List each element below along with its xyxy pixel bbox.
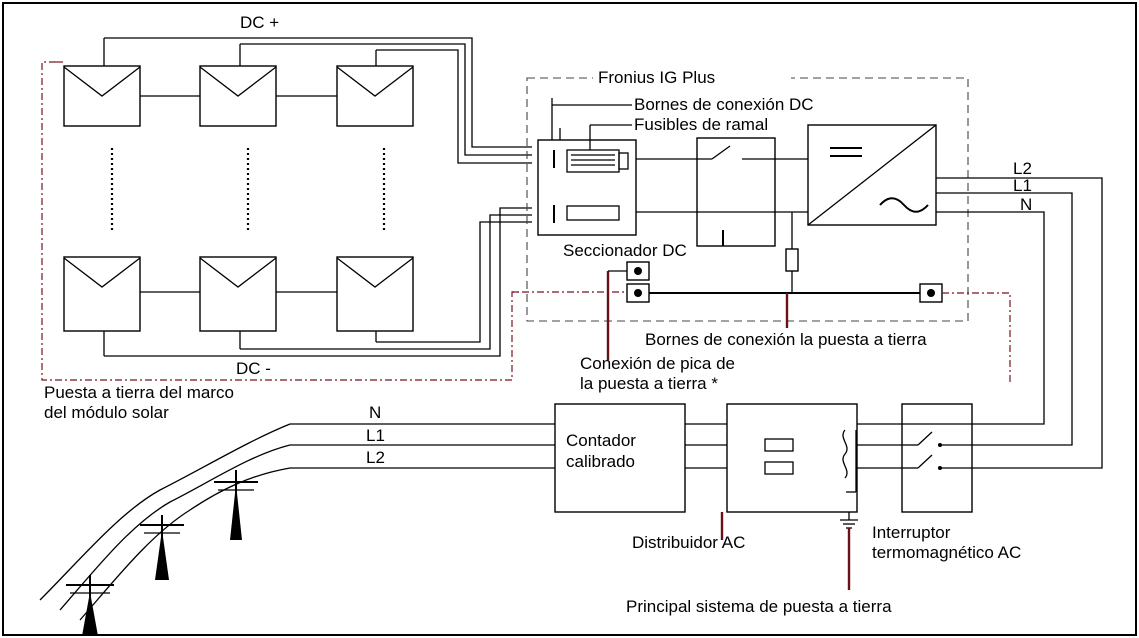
ground-terminals xyxy=(626,261,943,303)
calibrated-meter-box xyxy=(554,403,727,513)
utility-pole-3 xyxy=(66,575,114,636)
inverter-label-bg xyxy=(593,68,791,86)
label-main-ground: Principal sistema de puesta a tierra xyxy=(626,597,892,616)
solar-module-top-1 xyxy=(63,65,141,127)
module-frame-ground xyxy=(41,61,634,381)
grid-feed-lines xyxy=(39,423,555,621)
label-breaker-2: termomagnético AC xyxy=(872,543,1021,562)
solar-module-bottom-2 xyxy=(199,256,277,332)
label-ground-terminals: Bornes de conexión la puesta a tierra xyxy=(645,330,927,349)
label-dc-disconnect: Seccionador DC xyxy=(563,241,687,260)
label-dc-minus: DC - xyxy=(236,359,271,378)
label-dc-terminals: Bornes de conexión DC xyxy=(634,95,814,114)
label-string-fuses: Fusibles de ramal xyxy=(634,115,768,134)
ground-resistor xyxy=(785,248,799,272)
label-breaker-1: Interruptor xyxy=(872,523,951,542)
dc-minus-wiring xyxy=(103,207,532,357)
label-frame-ground-1: Puesta a tierra del marco xyxy=(44,383,234,402)
label-l1-out: L1 xyxy=(1013,176,1032,195)
inverter-enclosure xyxy=(526,77,969,322)
solar-module-top-3 xyxy=(336,65,414,127)
label-ground-rod-2: la puesta a tierra * xyxy=(580,374,718,393)
label-inverter: Fronius IG Plus xyxy=(598,68,715,87)
inverter-dc-ac-box xyxy=(807,124,937,226)
label-frame-ground-2: del módulo solar xyxy=(44,403,169,422)
label-l2-out: L2 xyxy=(1013,159,1032,178)
ac-breaker-box xyxy=(901,403,973,513)
label-l2-grid: L2 xyxy=(366,448,385,467)
solar-module-bottom-1 xyxy=(63,256,141,332)
dc-terminal-block xyxy=(537,98,637,236)
dc-disconnect-switch xyxy=(636,137,808,247)
label-ground-rod-1: Conexión de pica de xyxy=(580,354,735,373)
dc-plus-wiring xyxy=(103,37,532,164)
ac-distributor-box xyxy=(720,403,902,590)
label-meter-2: calibrado xyxy=(566,452,635,471)
label-l1-grid: L1 xyxy=(366,426,385,445)
label-dc-plus: DC + xyxy=(240,13,279,32)
label-n-out: N xyxy=(1020,195,1032,214)
inverter-ground-to-panel xyxy=(942,292,1011,385)
ac-output-wiring xyxy=(936,177,1103,469)
utility-pole-1 xyxy=(214,470,258,540)
label-ac-distributor: Distribuidor AC xyxy=(632,533,745,552)
solar-module-top-2 xyxy=(199,65,277,127)
label-n-grid: N xyxy=(369,403,381,422)
utility-pole-2 xyxy=(140,515,184,580)
solar-module-bottom-3 xyxy=(336,256,414,332)
label-meter-1: Contador xyxy=(566,431,636,450)
